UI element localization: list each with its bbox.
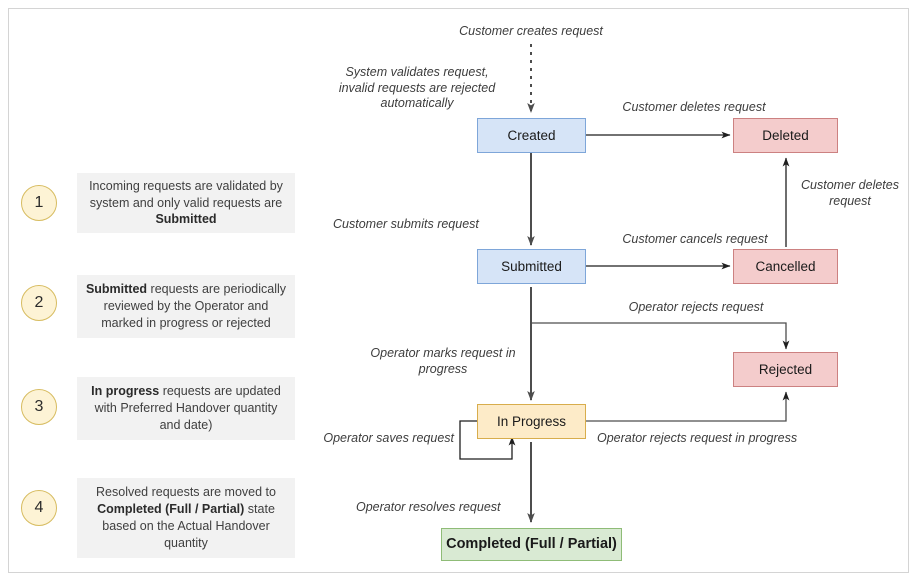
legend-item-2: Submitted requests are periodically revi… [77, 275, 295, 338]
edge-label-inprogress-self: Operator saves request [323, 431, 454, 445]
state-completed-label: Completed (Full / Partial) [446, 536, 617, 553]
state-created-label: Created [507, 127, 556, 143]
state-submitted[interactable]: Submitted [477, 249, 586, 284]
edge-label-cancelled-deleted: Customer deletes request [801, 178, 899, 208]
edge-label-created-deleted: Customer deletes request [622, 100, 766, 114]
state-deleted[interactable]: Deleted [733, 118, 838, 153]
state-cancelled-label: Cancelled [755, 258, 816, 274]
state-rejected[interactable]: Rejected [733, 352, 838, 387]
legend-item-4: Resolved requests are moved to Completed… [77, 478, 295, 558]
state-in-progress[interactable]: In Progress [477, 404, 586, 439]
legend-number-3: 3 [21, 389, 57, 425]
legend-item-3: In progress requests are updated with Pr… [77, 377, 295, 440]
edge-label-start-created: Customer creates request [459, 24, 603, 38]
state-in-progress-label: In Progress [496, 413, 567, 429]
state-completed[interactable]: Completed (Full / Partial) [441, 528, 622, 561]
edge-label-created-submitted: Customer submits request [333, 217, 479, 231]
state-cancelled[interactable]: Cancelled [733, 249, 838, 284]
legend-number-2: 2 [21, 285, 57, 321]
edge-label-system-validates: System validates request, invalid reques… [338, 65, 496, 111]
legend-number-4: 4 [21, 490, 57, 526]
edge-label-submitted-rejected: Operator rejects request [628, 300, 764, 314]
edge-label-inprogress-rejected: Operator rejects request in progress [597, 431, 798, 445]
edge-label-inprogress-completed: Operator resolves request [356, 500, 501, 514]
edge-label-submitted-inprogress: Operator marks request in progress [370, 346, 516, 376]
edge-label-submitted-cancelled: Customer cancels request [622, 232, 768, 246]
legend-number-1: 1 [21, 185, 57, 221]
state-rejected-label: Rejected [758, 361, 813, 377]
state-created[interactable]: Created [477, 118, 586, 153]
state-deleted-label: Deleted [762, 127, 809, 143]
state-submitted-label: Submitted [501, 258, 562, 274]
legend-item-1: Incoming requests are validated by syste… [77, 173, 295, 233]
